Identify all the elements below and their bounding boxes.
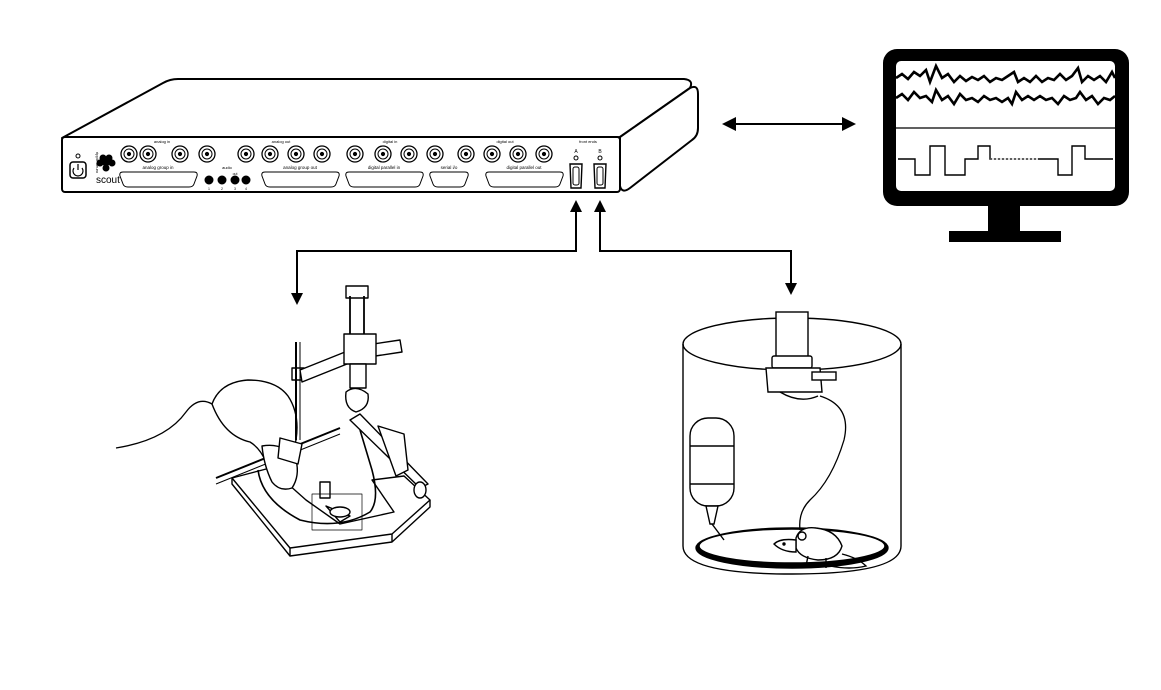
bnc-connector[interactable] [374, 145, 392, 163]
bnc-connector[interactable] [171, 145, 189, 163]
freely-moving-chamber-icon [682, 311, 902, 575]
connector-label-digital-out: digital parallel out [506, 165, 542, 170]
section-label-analog-out: analog out [272, 139, 292, 144]
audio-num-3: 3 [234, 187, 236, 191]
bnc-connector[interactable] [139, 145, 157, 163]
bnc-connector[interactable] [313, 145, 331, 163]
bnc-connector[interactable] [400, 145, 418, 163]
power-icon[interactable] [69, 161, 87, 179]
front-panel: ripple neuro scout analog in analog out … [69, 139, 607, 191]
connector-label-analog-in: analog group in [142, 165, 174, 170]
ripple-logo-icon [96, 154, 116, 172]
connector-label-digital-in: digital parallel in [368, 165, 401, 170]
front-end-port-a[interactable] [569, 163, 583, 189]
bnc-connector[interactable] [237, 145, 255, 163]
bnc-connector[interactable] [287, 145, 305, 163]
audio-num-2: 2 [221, 187, 223, 191]
section-label-digital-out: digital out [496, 139, 514, 144]
bnc-connector[interactable] [535, 145, 553, 163]
connection-arrows [291, 200, 797, 305]
connector-label-serial: serial i/o [441, 165, 458, 170]
power-indicator-led [75, 153, 81, 159]
bnc-connector[interactable] [509, 145, 527, 163]
bnc-connector[interactable] [457, 145, 475, 163]
neural-trace-1 [895, 62, 1117, 86]
section-label-analog-in: analog in [154, 139, 170, 144]
db-connector-analog-in[interactable] [119, 171, 198, 188]
db-connector-digital-out[interactable] [485, 171, 564, 188]
bidirectional-arrow-icon [722, 117, 856, 131]
audio-num-4: 4 [245, 187, 247, 191]
port-label-b: B [598, 149, 602, 155]
front-end-title: front ends [579, 139, 597, 144]
monitor-icon [883, 49, 1129, 242]
port-label-a: A [574, 149, 578, 155]
connector-label-analog-out: analog group out [283, 165, 318, 170]
neural-trace-2 [895, 86, 1116, 107]
brand-small-text: ripple neuro [95, 152, 100, 174]
bnc-connector[interactable] [120, 145, 138, 163]
bnc-connector[interactable] [426, 145, 444, 163]
water-bottle-icon [689, 417, 735, 541]
audio-sub-label: out [233, 172, 238, 176]
arrow-port-b-to-chamber [599, 210, 792, 285]
section-label-digital-in: digital in [383, 139, 398, 144]
audio-jack-group[interactable] [204, 175, 251, 185]
front-end-port-b[interactable] [593, 163, 607, 189]
bnc-connector-row [120, 145, 553, 163]
stereotaxic-frame-icon [115, 285, 431, 557]
arrow-port-a-to-stereotax [296, 210, 577, 295]
mouse-icon [773, 527, 868, 569]
bnc-connector[interactable] [346, 145, 364, 163]
bnc-connector[interactable] [483, 145, 501, 163]
bnc-connector[interactable] [261, 145, 279, 163]
audio-label: audio [222, 165, 233, 170]
brand-name: scout [96, 175, 120, 186]
digital-trace [898, 145, 1038, 176]
audio-num-1: 1 [208, 187, 210, 191]
db-connector-analog-out[interactable] [261, 171, 340, 188]
db-connector-serial[interactable] [429, 171, 469, 188]
bnc-connector[interactable] [198, 145, 216, 163]
db-connector-digital-in[interactable] [345, 171, 424, 188]
